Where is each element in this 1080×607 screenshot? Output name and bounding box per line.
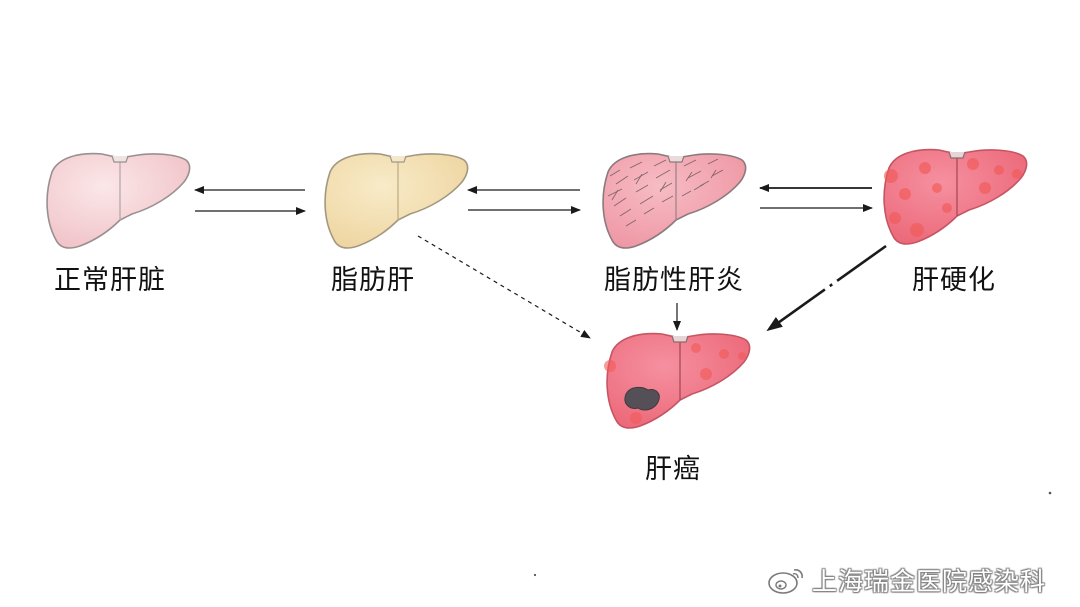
- label-cirrhosis: 肝硬化: [912, 265, 996, 296]
- arrow-cirrhosis-to-cancer: [766, 244, 887, 332]
- label-steatohepatitis: 脂肪性肝炎: [604, 265, 744, 296]
- label-normal-liver: 正常肝脏: [54, 265, 166, 296]
- label-fatty-liver: 脂肪肝: [331, 265, 415, 296]
- watermark-text: 上海瑞金医院感染科: [812, 567, 1047, 596]
- liver-cancer-image: [604, 332, 751, 429]
- label-liver-cancer: 肝癌: [645, 454, 701, 485]
- fatty-liver-image: [324, 152, 469, 249]
- cirrhosis-liver-image: [883, 148, 1028, 245]
- steatohepatitis-liver-image: [602, 152, 747, 249]
- weibo-logo-icon: [768, 569, 803, 594]
- tumor-mark: [624, 386, 660, 411]
- arrow-fatty-to-cancer-dashed: [417, 235, 591, 339]
- speck: [533, 573, 537, 577]
- speck: [1048, 491, 1052, 495]
- watermark: 上海瑞金医院感染科: [766, 562, 1046, 598]
- normal-liver-image: [46, 152, 191, 249]
